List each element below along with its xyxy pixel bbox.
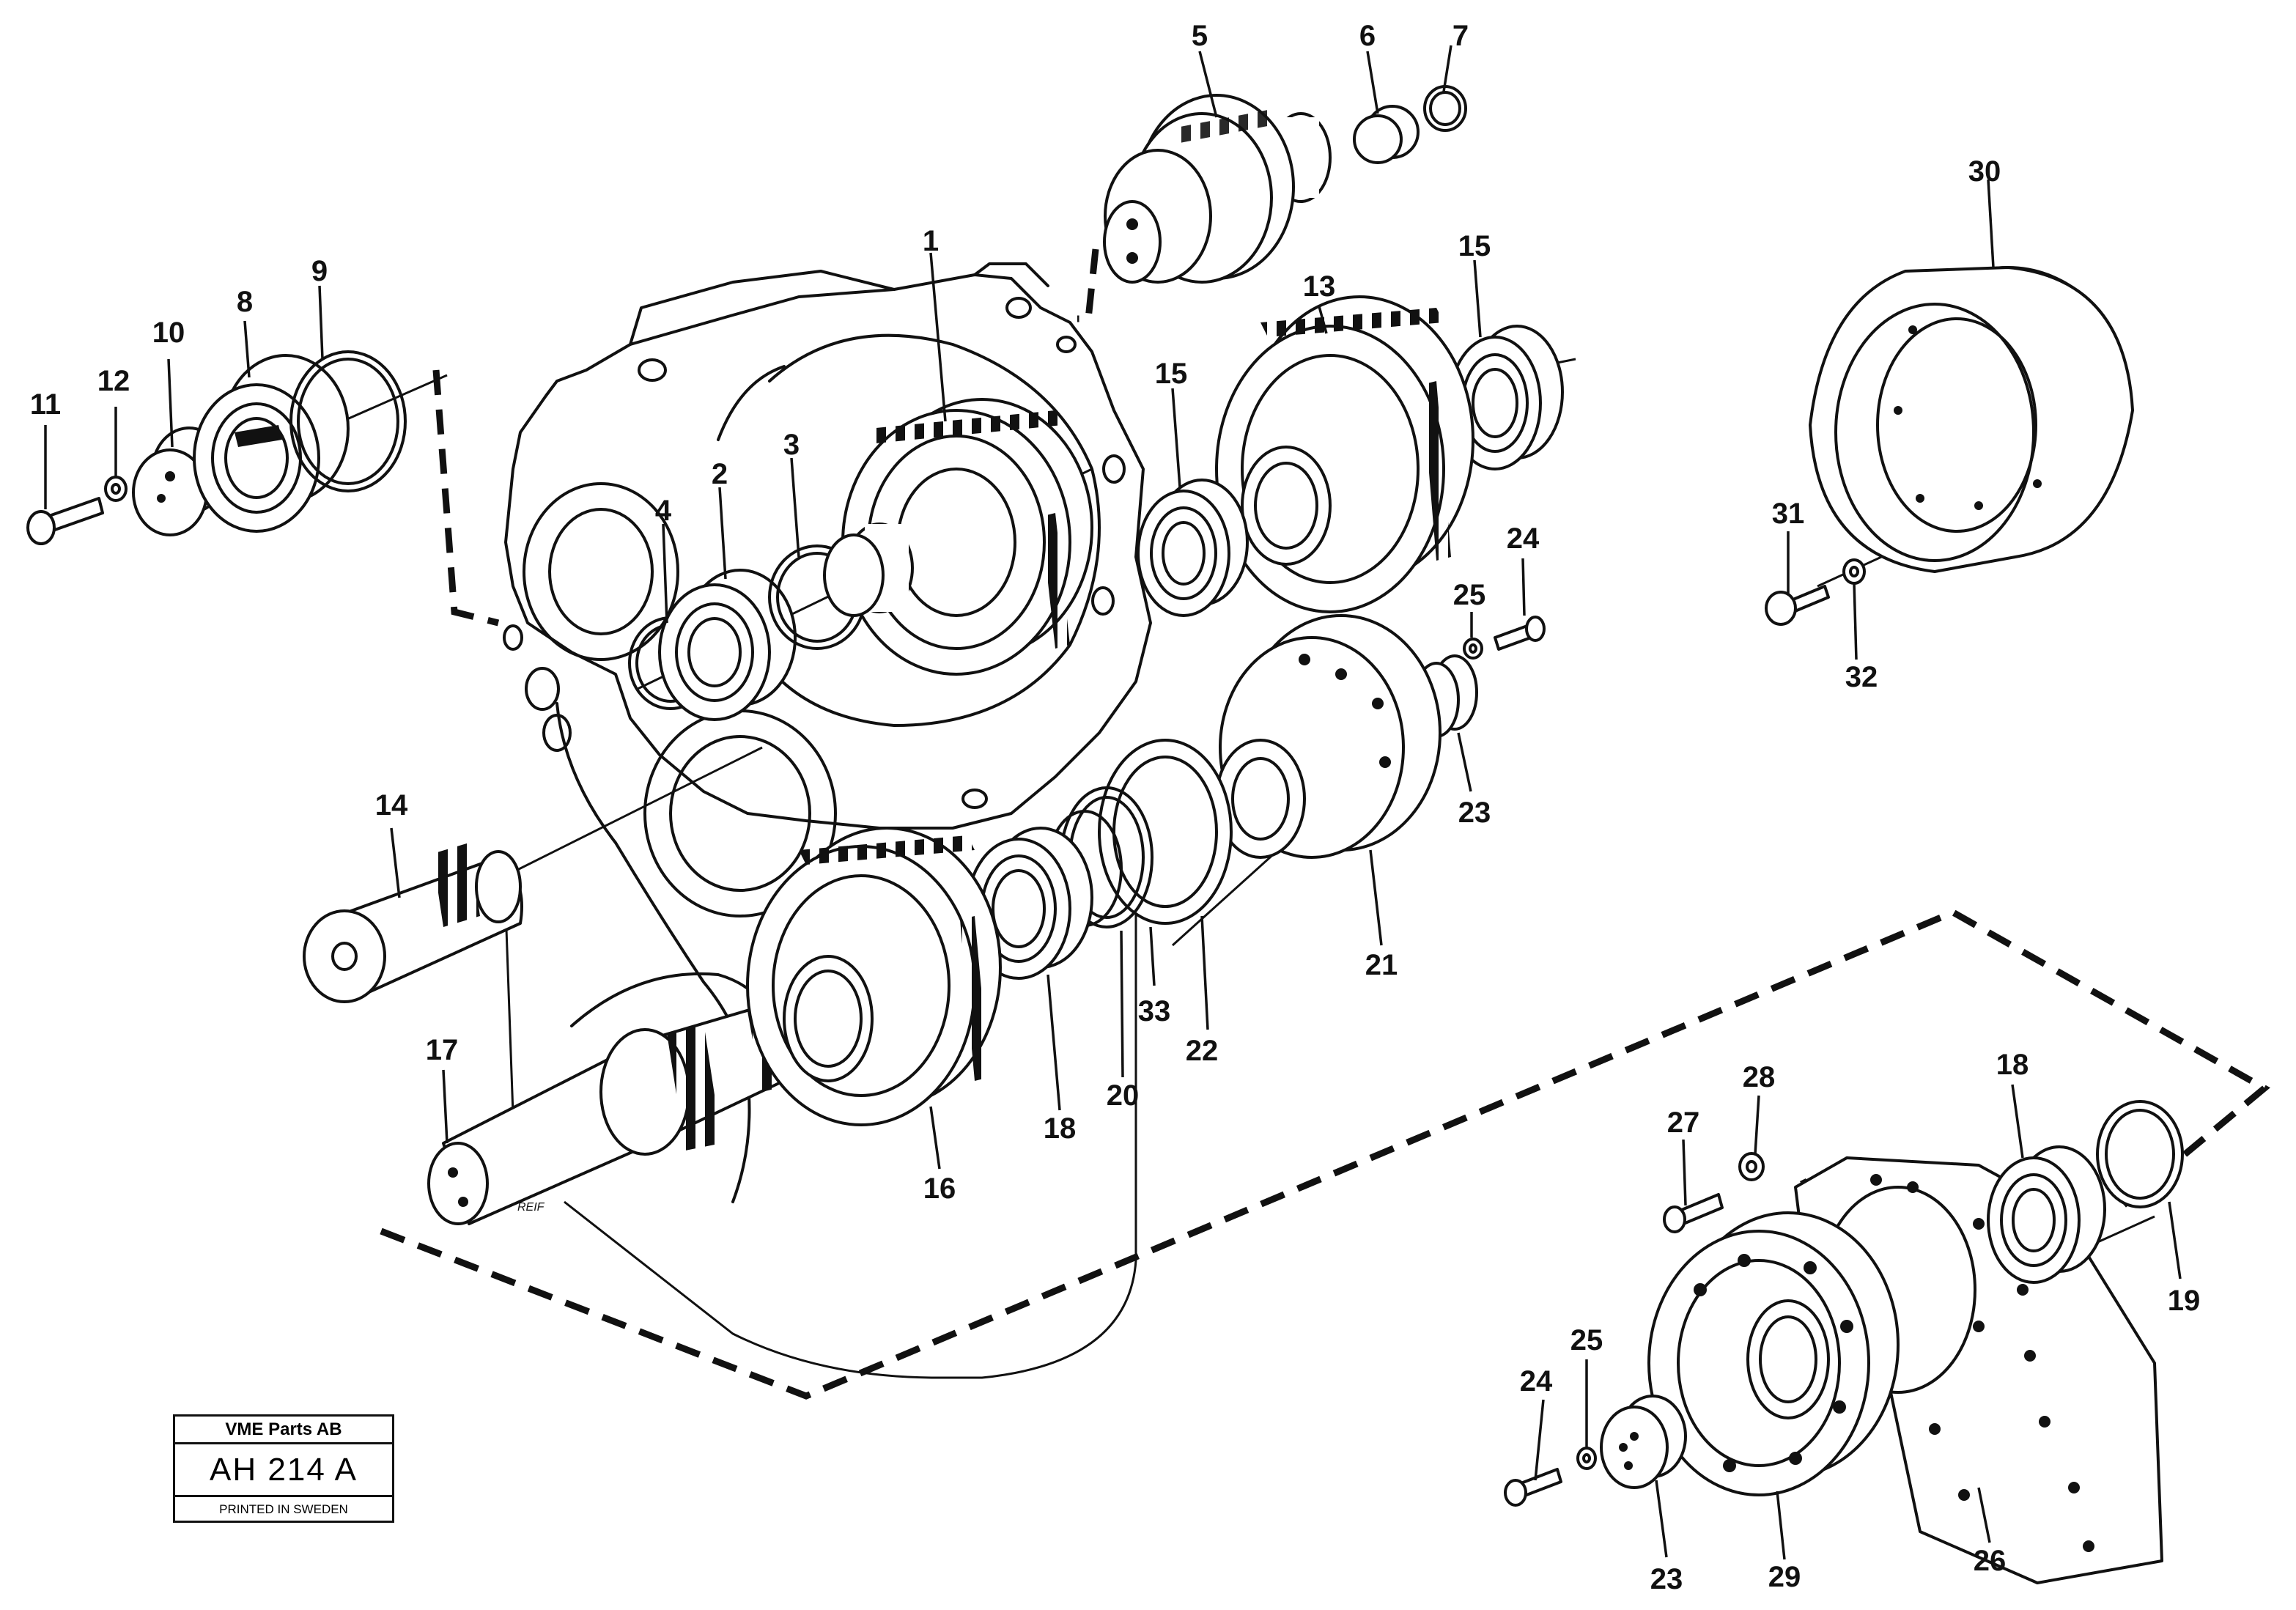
leader-lines — [44, 45, 2182, 1560]
callout-5: 5 — [1192, 20, 1208, 52]
callout-26: 26 — [1974, 1545, 2007, 1577]
callout-9: 9 — [311, 255, 328, 287]
part-1-gear — [823, 398, 1093, 676]
callout-17: 17 — [426, 1034, 459, 1066]
callout-13: 13 — [1303, 270, 1336, 303]
callout-25-lower: 25 — [1570, 1324, 1603, 1356]
callout-22: 22 — [1186, 1035, 1219, 1067]
part-16-gear — [746, 827, 1002, 1126]
part-9-circlip — [289, 350, 407, 492]
callout-15-right: 15 — [1458, 230, 1491, 262]
part-24-bolt-lower — [1504, 1468, 1562, 1507]
part-5-pinion-shaft — [1103, 94, 1332, 284]
callout-24-upper: 24 — [1507, 522, 1540, 555]
part-7-o-ring — [1423, 85, 1467, 132]
callout-7: 7 — [1452, 20, 1469, 52]
part-15-bearing-left — [1137, 479, 1249, 617]
part-19-seal — [2096, 1100, 2184, 1208]
callout-21: 21 — [1365, 949, 1398, 981]
callout-29: 29 — [1768, 1561, 1801, 1593]
part-25-washer-lower — [1576, 1447, 1597, 1470]
part-30-cover — [1809, 266, 2134, 573]
dashed-connector-shaft-5 — [1077, 248, 1099, 322]
callout-labels: 1 2 3 4 5 6 7 8 9 10 11 12 13 14 15 15 1… — [30, 20, 2200, 1595]
callout-32: 32 — [1845, 661, 1878, 693]
callout-24-lower: 24 — [1520, 1365, 1553, 1397]
part-24-bolt-upper — [1494, 616, 1546, 651]
part-6-cap — [1353, 105, 1420, 164]
part-23-cap-lower — [1600, 1395, 1687, 1489]
part-32-washer — [1842, 558, 1866, 585]
callout-6: 6 — [1359, 20, 1376, 52]
callout-30: 30 — [1968, 155, 2001, 188]
callout-23-upper: 23 — [1458, 797, 1491, 829]
part-21-flange — [1215, 614, 1442, 859]
callout-18-right: 18 — [1996, 1049, 2029, 1081]
part-14-shaft — [303, 843, 523, 1003]
reference-code: AH 214 A — [175, 1444, 392, 1497]
callout-2: 2 — [712, 458, 728, 490]
callout-18-center: 18 — [1044, 1112, 1077, 1145]
part-29-flange — [1647, 1211, 1900, 1496]
callout-33: 33 — [1138, 995, 1171, 1027]
part-18-bearing-right — [1987, 1145, 2106, 1284]
part-22-seal — [1098, 739, 1233, 925]
part-27-bolt — [1663, 1193, 1724, 1233]
reference-printed: PRINTED IN SWEDEN — [219, 1502, 348, 1516]
callout-11: 11 — [30, 388, 61, 421]
gearbox-housing — [503, 262, 1152, 1203]
callout-31: 31 — [1772, 498, 1805, 530]
callout-4: 4 — [655, 495, 672, 527]
part-11-bolt — [26, 497, 104, 545]
handwritten-note: REIF — [517, 1201, 545, 1214]
callout-1: 1 — [923, 225, 939, 257]
callout-28: 28 — [1743, 1061, 1776, 1093]
part-31-bolt — [1765, 585, 1830, 626]
dashed-connector-bearing-8 — [432, 369, 500, 627]
reference-company: VME Parts AB — [175, 1417, 392, 1444]
callout-27: 27 — [1667, 1107, 1700, 1139]
callout-15-left: 15 — [1155, 358, 1188, 390]
callout-25-upper: 25 — [1453, 579, 1486, 611]
callout-19: 19 — [2168, 1285, 2201, 1317]
part-25-washer-upper — [1463, 638, 1483, 660]
callout-23-lower: 23 — [1650, 1563, 1683, 1595]
part-28-washer — [1738, 1152, 1765, 1181]
reference-box: VME Parts AB AH 214 A PRINTED IN SWEDEN — [173, 1414, 394, 1523]
part-13-gear — [1215, 295, 1474, 613]
callout-12: 12 — [97, 365, 130, 397]
callout-3: 3 — [783, 429, 800, 461]
callout-14: 14 — [375, 789, 408, 821]
callout-8: 8 — [237, 286, 253, 318]
part-12-washer — [104, 476, 128, 502]
callout-20: 20 — [1107, 1079, 1140, 1112]
callout-10: 10 — [152, 317, 185, 349]
part-8-bearing — [193, 354, 350, 533]
part-2-bearing — [658, 569, 797, 721]
callout-16: 16 — [923, 1173, 956, 1205]
part-18-bearing-center — [966, 827, 1093, 980]
